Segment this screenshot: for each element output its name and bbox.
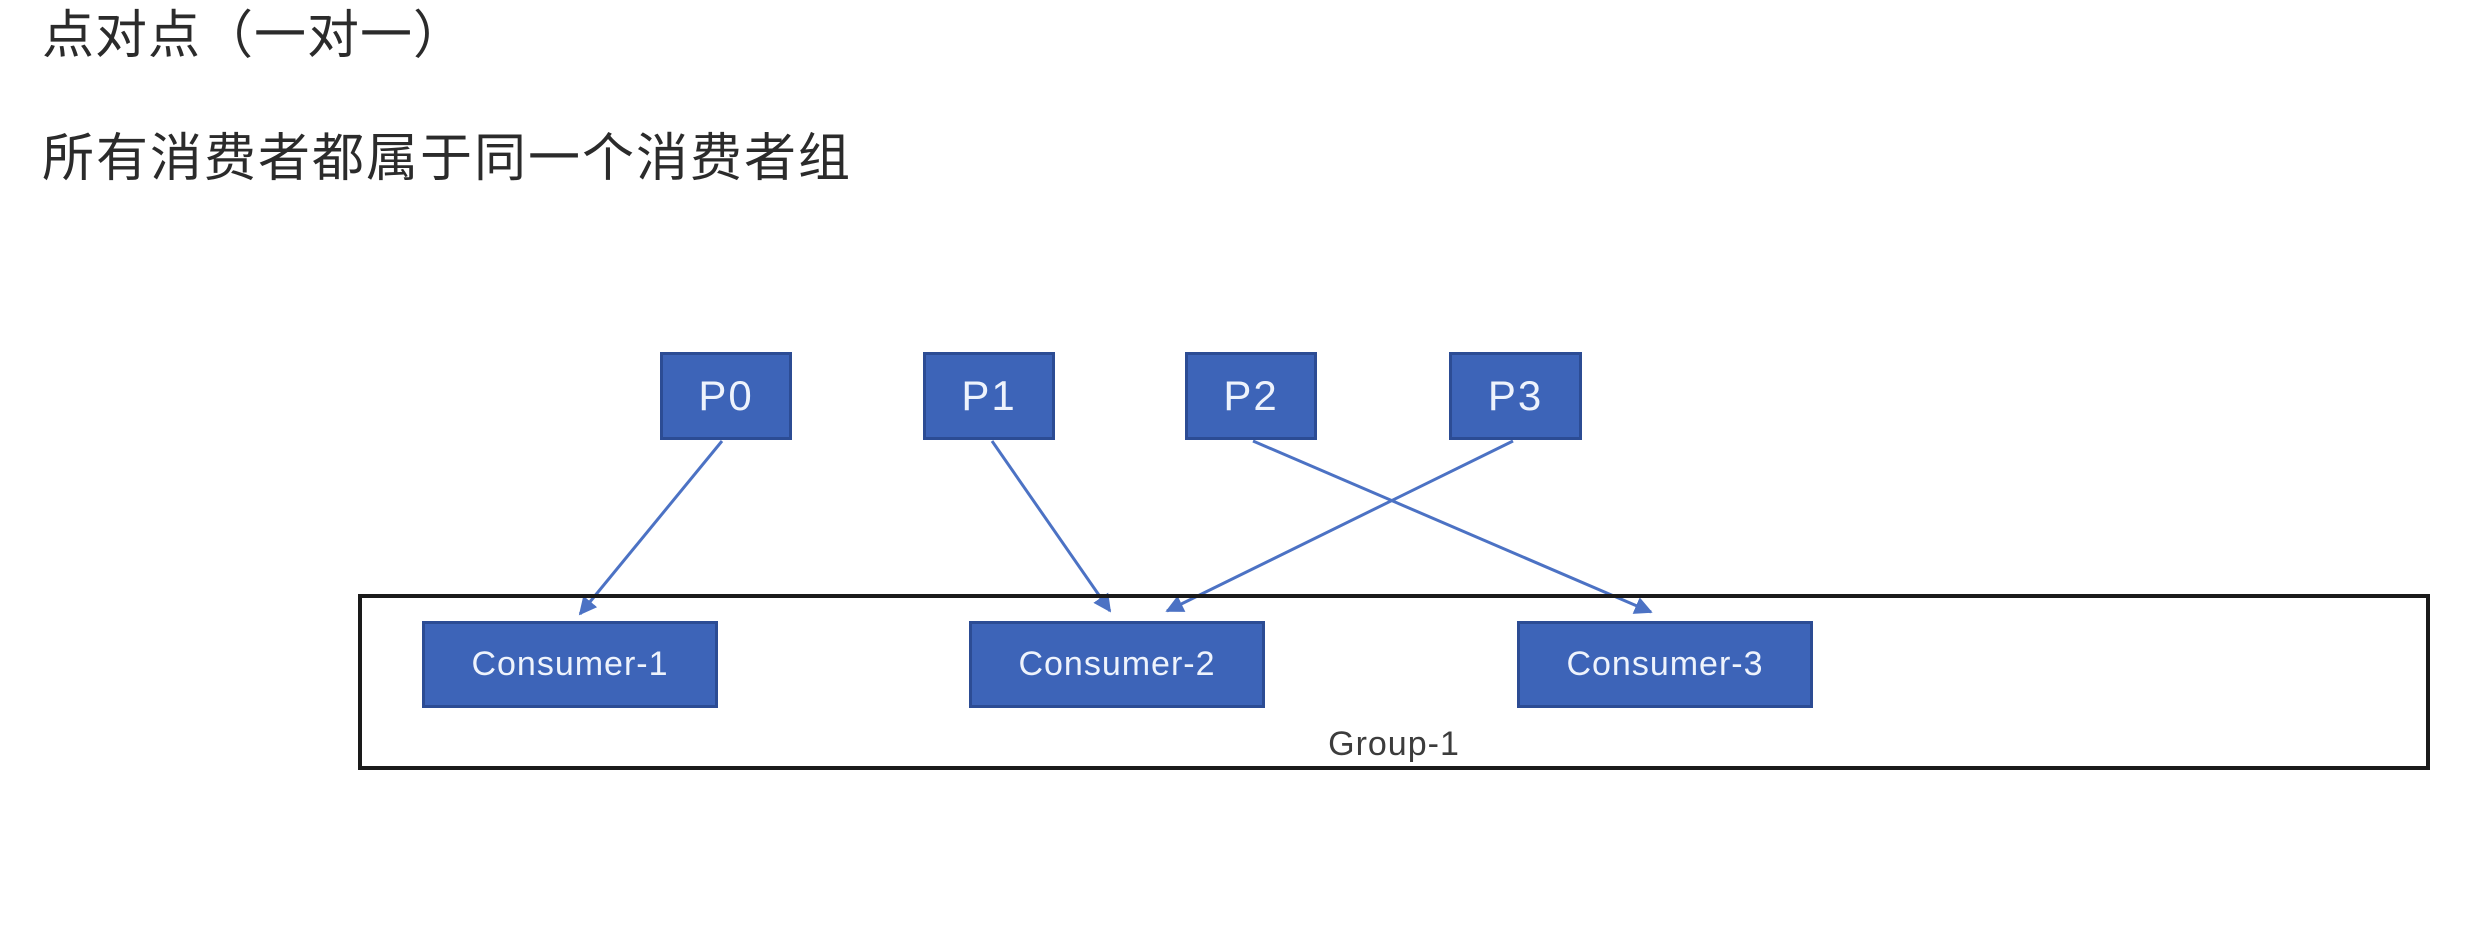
arrow-p3-to-consumer-2 [1165, 439, 1514, 613]
consumer-box-consumer-3: Consumer-3 [1517, 621, 1813, 708]
partition-box-p3: P3 [1449, 352, 1582, 440]
consumer-box-consumer-1: Consumer-1 [422, 621, 718, 708]
arrow-p2-to-consumer-3 [1252, 439, 1653, 614]
partition-label: P1 [961, 372, 1017, 419]
consumer-label: Consumer-1 [471, 645, 669, 683]
consumer-group-box: Group-1 [358, 594, 2430, 770]
partition-box-p2: P2 [1185, 352, 1317, 440]
consumer-group-label: Group-1 [1328, 725, 1460, 763]
partition-box-p1: P1 [923, 352, 1055, 440]
partition-label: P3 [1487, 372, 1544, 419]
consumer-box-consumer-2: Consumer-2 [969, 621, 1265, 708]
page-subtitle: 所有消费者都属于同一个消费者组 [42, 130, 853, 188]
arrow-p1-to-consumer-2 [990, 440, 1112, 613]
partition-label: P0 [698, 372, 754, 419]
partition-box-p0: P0 [660, 352, 792, 440]
consumer-label: Consumer-3 [1566, 645, 1764, 683]
consumer-label: Consumer-2 [1018, 645, 1216, 683]
page-title: 点对点（一对一） [42, 7, 467, 65]
partition-label: P2 [1223, 372, 1279, 419]
arrow-p0-to-consumer-1 [578, 440, 724, 616]
